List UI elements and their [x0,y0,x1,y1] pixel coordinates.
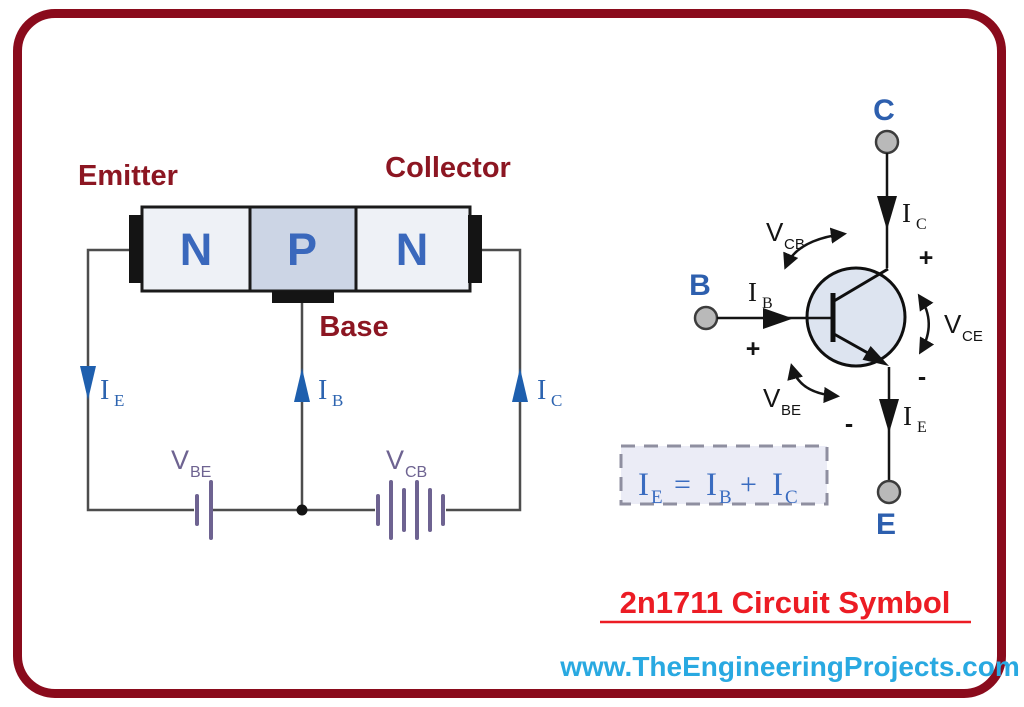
collector-terminal-node [874,129,900,155]
emitter-terminal-label: E [876,508,896,541]
ie-current-subscript: E [114,391,124,410]
equation-ie-subscript: E [651,487,663,508]
n-region-letter: N [396,224,429,275]
collector-terminal-label: C [873,94,895,127]
footer: 2n1711 Circuit Symbol www.TheEngineering… [559,585,1020,682]
ib-current-label: I [748,277,757,307]
vbe-arc-arrow-icon [787,363,841,404]
base-electrode [272,291,334,303]
collector-plus-sign: + [919,244,934,272]
ic-arrow-down-icon [877,196,897,230]
ie-current-subscript: E [917,419,927,436]
diagram-title: 2n1711 Circuit Symbol [620,585,951,620]
vcb-source-subscript: CB [405,464,427,481]
p-region-letter: P [287,224,317,275]
collector-minus-sign: - [918,363,926,391]
ie-arrow-down-icon [879,399,899,433]
vcb-source-label: V [386,445,404,475]
vbe-source-label: V [171,445,189,475]
ie-current-label: I [100,375,109,406]
equation-box-border [619,444,829,506]
vce-voltage-subscript: CE [962,328,983,345]
collector-label: Collector [385,152,511,184]
equation-ie: I [638,467,649,503]
ib-current-subscript: B [332,391,343,410]
equation-equals-sign: = [674,468,691,501]
base-plus-sign: + [746,335,761,363]
ic-current-subscript: C [916,216,927,233]
emitter-arrow-icon [862,346,889,366]
equation-ic: I [772,467,783,503]
maroon-border-frame [13,9,1006,698]
base-label: Base [319,311,388,343]
base-terminal-label: B [689,269,711,302]
vbe-battery-symbol [195,480,213,540]
vcb-voltage-subscript: CB [784,236,805,253]
equation-ic-subscript: C [785,487,798,508]
n-region-collector [354,205,472,293]
ic-current-subscript: C [551,391,562,410]
ie-current-label: I [903,401,912,431]
junction-dot [296,504,308,516]
emitter-electrode [129,215,143,283]
kirchhoff-equation-box: I E = I B + I C [619,444,829,508]
emitter-label: Emitter [78,160,178,192]
npn-structure-diagram: N P N Emitter Collector Base I E I B I C… [78,152,562,540]
equation-ib: I [706,467,717,503]
ib-current-subscript: B [762,295,773,312]
vcb-battery-symbol [376,480,445,540]
ib-arrow-up-icon [294,368,310,402]
emitter-terminal-node [876,479,902,505]
website-link[interactable]: www.TheEngineeringProjects.com [559,651,1020,682]
circuit-symbol-diagram: C I C B I B + V CB + [689,94,983,541]
ic-current-label: I [537,375,546,406]
base-terminal-node [693,305,719,331]
ib-arrow-right-icon [763,308,793,329]
ib-current-label: I [318,375,327,406]
vce-arc-arrow-icon [917,293,935,355]
vcb-voltage-label: V [766,217,784,247]
vce-voltage-label: V [944,309,962,339]
vcb-arc-arrow-icon [783,227,848,270]
equation-ib-subscript: B [719,487,732,508]
n-region-letter: N [180,224,213,275]
collector-electrode [468,215,482,283]
equation-plus-sign: + [740,468,757,501]
transistor-collector-line [833,267,889,303]
vbe-voltage-label: V [763,383,781,413]
ie-arrow-down-icon [80,366,96,400]
ic-arrow-up-icon [512,368,528,402]
emitter-minus-sign: - [845,410,853,438]
vbe-voltage-subscript: BE [781,402,801,419]
vbe-source-subscript: BE [190,464,211,481]
ic-current-label: I [902,198,911,228]
